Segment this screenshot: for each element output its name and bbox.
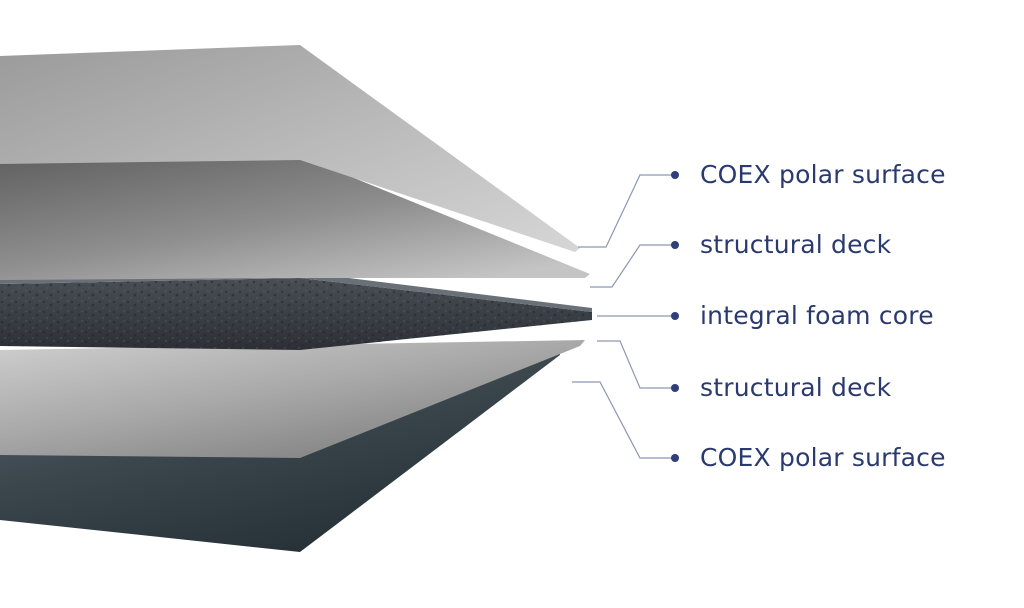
bottom-structural-deck-sheet xyxy=(0,340,585,458)
leader-lines xyxy=(572,174,672,459)
leader-line-4 xyxy=(597,340,672,389)
leader-line-2 xyxy=(590,244,672,288)
label-dot-4 xyxy=(671,384,679,392)
leader-line-5 xyxy=(572,381,672,459)
leader-line-1 xyxy=(578,174,672,248)
label-dot-3 xyxy=(671,312,679,320)
foam-core-texture xyxy=(0,278,592,350)
label-dot-1 xyxy=(671,171,679,179)
label-bottom-structural-deck: structural deck xyxy=(700,373,892,402)
top-structural-deck-sheet xyxy=(0,156,590,280)
label-foam-core: integral foam core xyxy=(700,301,934,330)
label-bottom-polar-surface: COEX polar surface xyxy=(700,443,946,472)
label-dot-5 xyxy=(671,454,679,462)
top-polar-surface-sheet xyxy=(0,45,580,252)
label-dot-2 xyxy=(671,241,679,249)
label-top-structural-deck: structural deck xyxy=(700,230,892,259)
label-top-polar-surface: COEX polar surface xyxy=(700,160,946,189)
